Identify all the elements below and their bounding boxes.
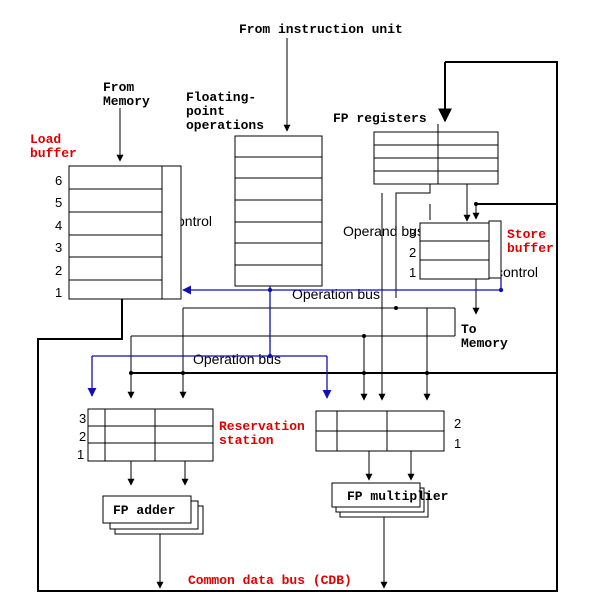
store-buffer bbox=[419, 220, 502, 280]
fp-registers bbox=[373, 131, 499, 185]
operation-bus-label-middle: Operation bus bbox=[193, 351, 281, 367]
cdb-to-store-line bbox=[445, 61, 558, 205]
junction-dot bbox=[129, 371, 133, 375]
load-buffer-label-2: buffer bbox=[30, 146, 77, 161]
load-buffer-row-number: 3 bbox=[55, 240, 62, 255]
to-memory-label-2: Memory bbox=[461, 336, 508, 351]
adder-reservation-station bbox=[87, 408, 214, 462]
to-memory-label-1: To bbox=[461, 322, 477, 337]
mult-station-row-number: 2 bbox=[454, 416, 461, 431]
fp-registers-label: FP registers bbox=[333, 111, 427, 126]
operand-bus-line bbox=[395, 184, 431, 298]
store-buffer-label-1: Store bbox=[507, 227, 546, 242]
fp-operations-label-1: Floating- bbox=[186, 90, 256, 105]
load-buffer-label-1: Load bbox=[30, 132, 61, 147]
operand-bus-label: Operand bus bbox=[343, 223, 424, 239]
operation-bus-label-top: Operation bus bbox=[292, 286, 380, 302]
store-control-label: control bbox=[496, 264, 538, 280]
junction-dot bbox=[267, 287, 273, 293]
junction-dot bbox=[362, 371, 366, 375]
store-buffer-row-number: 1 bbox=[409, 265, 416, 280]
junction-dot bbox=[425, 371, 429, 375]
cdb-label: Common data bus (CDB) bbox=[188, 573, 352, 588]
reservation-station-label-2: station bbox=[219, 433, 274, 448]
load-buffer bbox=[68, 165, 182, 300]
from-memory-label-2: Memory bbox=[103, 94, 150, 109]
junction-dot bbox=[362, 334, 366, 338]
store-buffer-row-number: 2 bbox=[409, 245, 416, 260]
junction-dot bbox=[267, 353, 273, 359]
fp-adder-label: FP adder bbox=[113, 503, 175, 518]
store-buffer-label-2: buffer bbox=[507, 241, 554, 256]
junction-dot bbox=[181, 371, 185, 375]
from-memory-label-1: From bbox=[103, 80, 134, 95]
adder-station-row-number: 3 bbox=[79, 411, 86, 426]
reservation-station-label-1: Reservation bbox=[219, 419, 305, 434]
junction-dot bbox=[394, 306, 398, 310]
fp-adder bbox=[102, 495, 204, 535]
store-buffer-row-number: 3 bbox=[409, 226, 416, 241]
load-buffer-row-number: 5 bbox=[55, 195, 62, 210]
load-buffer-row-number: 2 bbox=[55, 263, 62, 278]
fp-multiplier bbox=[331, 482, 429, 518]
multiplier-reservation-station bbox=[315, 410, 445, 452]
from-instruction-unit-label: From instruction unit bbox=[239, 22, 403, 37]
load-buffer-row-number: 4 bbox=[55, 218, 62, 233]
fp-multiplier-label: FP multiplier bbox=[347, 489, 448, 504]
mult-station-row-number: 1 bbox=[454, 436, 461, 451]
load-buffer-row-number: 6 bbox=[55, 173, 62, 188]
fp-operations-label-3: operations bbox=[186, 118, 264, 133]
adder-station-row-number: 1 bbox=[77, 447, 84, 462]
fp-operation-queue bbox=[234, 135, 323, 287]
fp-operations-label-2: point bbox=[186, 104, 225, 119]
load-buffer-row-number: 1 bbox=[55, 285, 62, 300]
adder-station-row-number: 2 bbox=[79, 429, 86, 444]
junction-dot bbox=[498, 287, 504, 293]
common-data-bus bbox=[37, 204, 558, 592]
junction-dot bbox=[474, 202, 478, 206]
